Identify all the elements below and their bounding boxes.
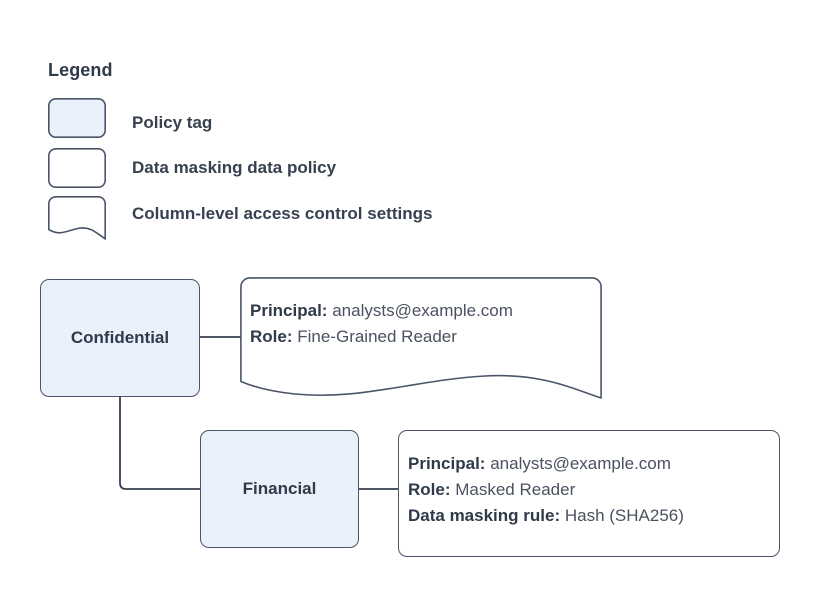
node-confidential[interactable]: Confidential (40, 279, 200, 397)
callout-line-value: analysts@example.com (490, 454, 671, 473)
callout-confidential-settings[interactable]: Principal: analysts@example.com Role: Fi… (240, 277, 602, 399)
connector-confidential-to-financial (119, 397, 200, 490)
callout-line: Role: Fine-Grained Reader (250, 324, 513, 350)
data-masking-policy-swatch-icon (48, 148, 107, 189)
legend-title: Legend (48, 60, 113, 80)
callout-confidential-lines: Principal: analysts@example.com Role: Fi… (250, 298, 513, 350)
callout-line-key: Principal: (250, 301, 328, 320)
callout-line: Role: Masked Reader (408, 477, 684, 503)
callout-line: Principal: analysts@example.com (408, 451, 684, 477)
callout-line-key: Principal: (408, 454, 486, 473)
callout-line: Data masking rule: Hash (SHA256) (408, 503, 684, 529)
legend-label-policy-tag: Policy tag (132, 113, 213, 132)
column-access-settings-swatch-icon (48, 196, 106, 240)
callout-financial-lines: Principal: analysts@example.com Role: Ma… (408, 451, 684, 529)
callout-line-value: Hash (SHA256) (564, 506, 684, 525)
callout-line: Principal: analysts@example.com (250, 298, 513, 324)
legend-label-column-access-settings: Column-level access control settings (132, 204, 433, 223)
node-financial[interactable]: Financial (200, 430, 359, 548)
callout-financial-policy[interactable]: Principal: analysts@example.com Role: Ma… (398, 430, 780, 557)
callout-line-key: Role: (408, 480, 451, 499)
callout-line-key: Role: (250, 327, 293, 346)
callout-line-value: Masked Reader (455, 480, 576, 499)
callout-line-value: Fine-Grained Reader (297, 327, 457, 346)
policy-tag-swatch-icon (48, 98, 107, 139)
callout-line-value: analysts@example.com (332, 301, 513, 320)
callout-line-key: Data masking rule: (408, 506, 561, 525)
legend-label-data-masking-policy: Data masking data policy (132, 158, 337, 177)
